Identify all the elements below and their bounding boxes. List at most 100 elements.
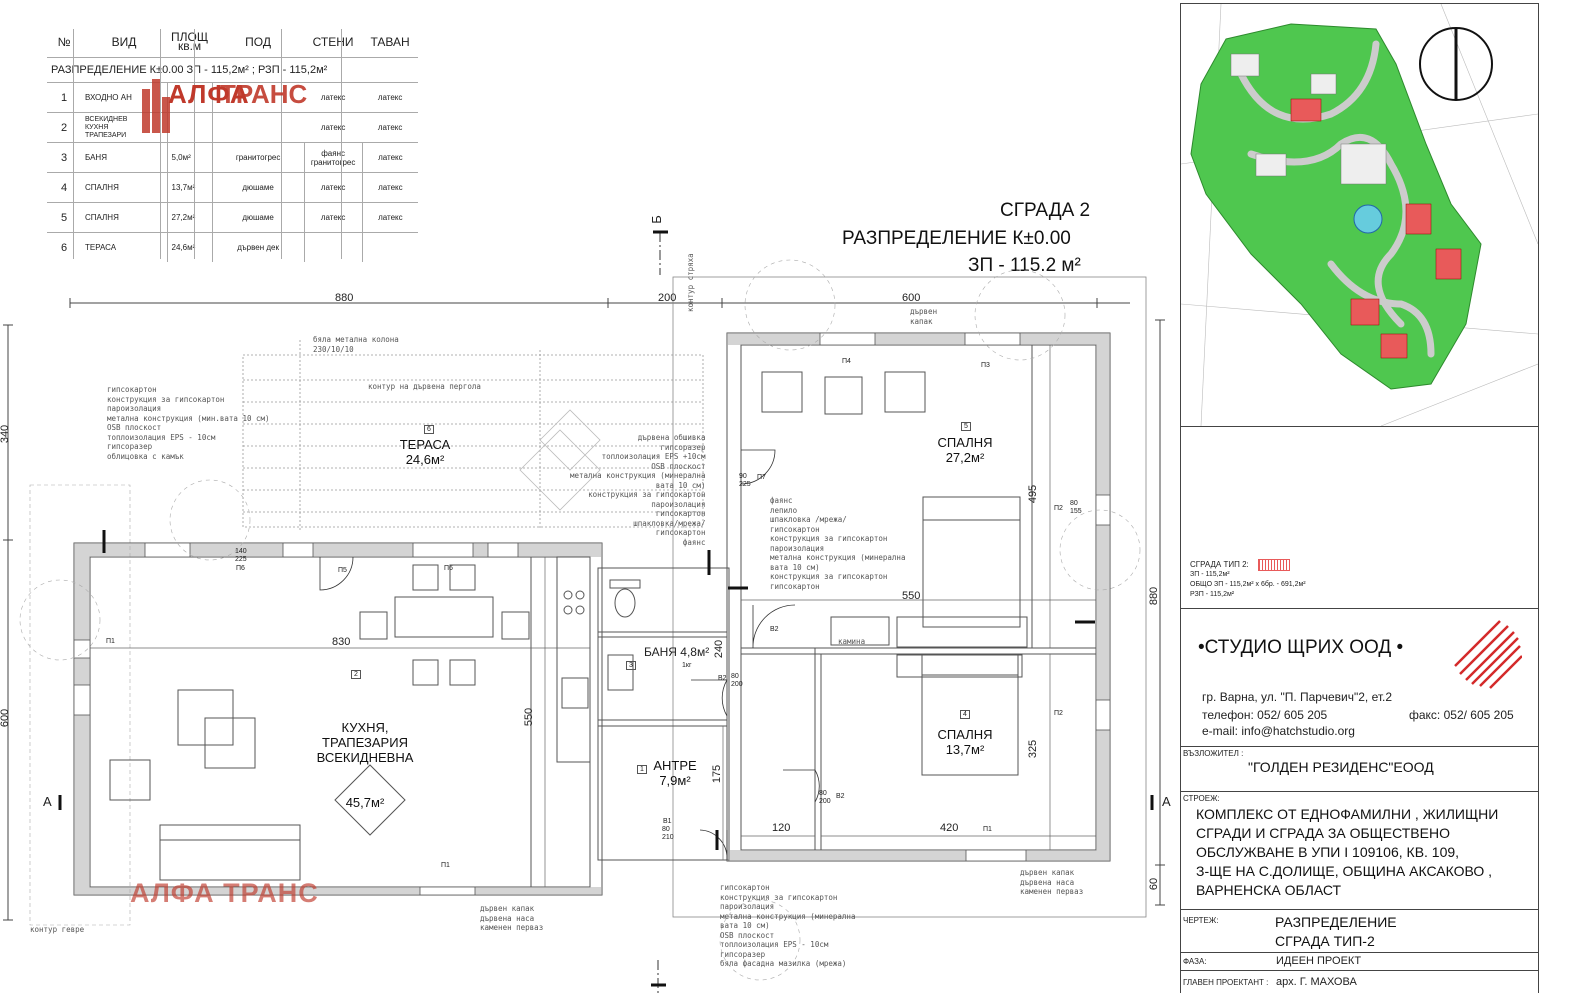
- legend-swatch: [1258, 559, 1290, 571]
- note-timber-cap-3: дървен капак дървена наса каменен первaз: [1020, 868, 1084, 896]
- floor-plan: [3, 230, 1165, 995]
- studio-name: •СТУДИО ЩРИХ ООД •: [1198, 637, 1404, 658]
- cell-walls: латекс: [304, 82, 363, 113]
- table-header-floor: ПОД: [212, 27, 305, 58]
- room-name: СПАЛНЯ: [937, 435, 993, 450]
- tag-v2c: В2: [836, 793, 845, 800]
- room-bath: БАНЯ 4,8м²: [644, 645, 710, 659]
- note-terrace-pergola: контур на дървена пергола: [368, 382, 481, 391]
- building-title: СГРАДА 2: [1000, 200, 1091, 221]
- cell-no: 5: [47, 202, 81, 233]
- watermark-text-b: ТРАНС: [220, 79, 308, 109]
- cell-area: [167, 82, 213, 113]
- room-area: 27,2м²: [945, 450, 985, 465]
- cell-ceiling: латекс: [362, 202, 419, 233]
- cell-floor: дървен дек: [212, 232, 305, 262]
- table-rule: [281, 29, 282, 259]
- room-name: СПАЛНЯ: [937, 727, 993, 742]
- cell-floor: гранитогрес: [212, 142, 305, 173]
- red-buildings: [1290, 98, 1462, 359]
- room-name: АНТРЕ: [653, 758, 697, 773]
- studio-email: e-mail: info@hatchstudio.org: [1202, 724, 1355, 738]
- cell-ceiling: латекс: [362, 142, 419, 173]
- dim-left-340: 340: [0, 424, 12, 444]
- designer-value: арх. Г. МАХОВА: [1276, 976, 1357, 988]
- tag-p5: П5: [338, 567, 347, 574]
- panel-border-right: [1538, 3, 1539, 993]
- client-label: ВЪЗЛОЖИТЕЛ :: [1183, 749, 1244, 758]
- cell-no: 6: [60, 241, 68, 254]
- tag-p6b: П6: [444, 565, 453, 572]
- note-wall-bath: фаянс лепило шпакловка /мрежа/ гипсокарт…: [770, 496, 906, 591]
- cell-type: СПАЛНЯ: [81, 172, 168, 203]
- cell-type: СПАЛНЯ: [81, 202, 168, 233]
- legend-total: ОБЩО ЗП - 115,2м² х 6бр. - 691,2м²: [1190, 581, 1306, 588]
- studio-phone: телефон: 052/ 605 205: [1202, 708, 1328, 722]
- cell-ceiling: латекс: [362, 112, 419, 143]
- cell-walls: латекс: [304, 112, 363, 143]
- watermark-bottom: АЛФА ТРАНС: [130, 878, 319, 908]
- cell-floor: дюшаме: [212, 202, 305, 233]
- designer-label: ГЛАВЕН ПРОЕКТАНТ :: [1183, 978, 1269, 987]
- note-timber-cap-2: дървен капак дървена наса каменен первaз: [480, 904, 544, 932]
- tag-p1b: П1: [983, 826, 992, 833]
- panel-divider: [1180, 746, 1539, 747]
- cell-no: 1: [47, 82, 81, 113]
- dim-420: 420: [940, 822, 959, 834]
- cell-walls: [304, 232, 363, 262]
- legend-rzp: РЗП - 115,2м²: [1190, 591, 1235, 598]
- cell-walls: фаянс гранитогрес: [304, 142, 363, 173]
- bath-extra: 1кг: [682, 662, 692, 669]
- note-wall-bottom: гипсокартон конструкция за гипсокартон п…: [720, 883, 856, 968]
- room-area: 13,7м²: [945, 742, 985, 757]
- tag-v1: В1: [663, 818, 672, 825]
- cell-ceiling: латекс: [362, 172, 419, 203]
- table-row: 1 ВХОДНО АН латекс латекс: [47, 82, 419, 113]
- room-bedroom-5: СПАЛНЯ 27,2м²: [920, 435, 1010, 465]
- room-area: 24,6м²: [405, 452, 445, 467]
- drawing-title: РАЗПРЕДЕЛЕНИЕ СГРАДА ТИП-2: [1275, 914, 1397, 949]
- table-rule: [160, 29, 161, 259]
- dim-top-880: 880: [335, 292, 354, 304]
- legend-type: СГРАДА ТИП 2:: [1190, 560, 1249, 569]
- cell-floor: [212, 82, 305, 113]
- site-green-area: [1190, 23, 1482, 390]
- note-timber-cap: дървен капак: [910, 307, 938, 326]
- layout-title: РАЗПРЕДЕЛЕНИЕ К±0.00: [842, 228, 1071, 249]
- room-terrace: ТЕРАСА 24,6м²: [380, 437, 470, 467]
- note-eave: контур стряха: [686, 253, 695, 312]
- area-title: ЗП - 115.2 м²: [968, 255, 1081, 276]
- room-name: ТЕРАСА: [399, 437, 451, 452]
- cell-area: 5,0м²: [167, 142, 213, 173]
- watermark-text-a: АЛФА: [168, 79, 250, 109]
- table-row: 3 БАНЯ 5,0м² гранитогрес фаянс гранитогр…: [47, 142, 419, 173]
- panel-divider: [1180, 608, 1539, 609]
- dim-175: 175: [711, 764, 724, 784]
- table-rule: [341, 29, 342, 259]
- table-header-walls: СТЕНИ: [304, 27, 363, 58]
- table-rule: [194, 29, 195, 259]
- tag-140-225: 140 225: [235, 548, 247, 563]
- tag-p7: П7: [757, 474, 766, 481]
- table-row: 2 ВСЕКИДНЕВ КУХНЯ ТРАПЕЗАРИ латекс латек…: [47, 112, 419, 143]
- table-header-type: ВИД: [81, 27, 167, 58]
- note-fireplace: камина: [838, 637, 866, 646]
- project-description: КОМПЛЕКС ОТ ЕДНОФАМИЛНИ , ЖИЛИЩНИ СГРАДИ…: [1196, 806, 1499, 898]
- tag-p2: П2: [1054, 505, 1063, 512]
- room-hall: АНТРЕ 7,9м²: [645, 758, 705, 788]
- panel-divider: [1180, 909, 1539, 910]
- tag-90-225: 90 225: [739, 473, 751, 488]
- cell-floor: дюшаме: [212, 172, 305, 203]
- room-number: 4: [960, 710, 970, 719]
- cell-floor: [212, 112, 305, 143]
- dim-830: 830: [332, 636, 351, 648]
- dim-240: 240: [713, 639, 726, 659]
- panel-border: [1180, 3, 1181, 993]
- tag-80-210: 80 210: [662, 826, 674, 841]
- cell-area: [167, 112, 213, 143]
- client-name: "ГОЛДЕН РЕЗИДЕНС"ЕООД: [1248, 759, 1434, 775]
- phase-label: ФАЗА:: [1183, 957, 1207, 966]
- room-area: 7,9м²: [659, 773, 691, 788]
- tag-80-155: 80 155: [1070, 500, 1082, 515]
